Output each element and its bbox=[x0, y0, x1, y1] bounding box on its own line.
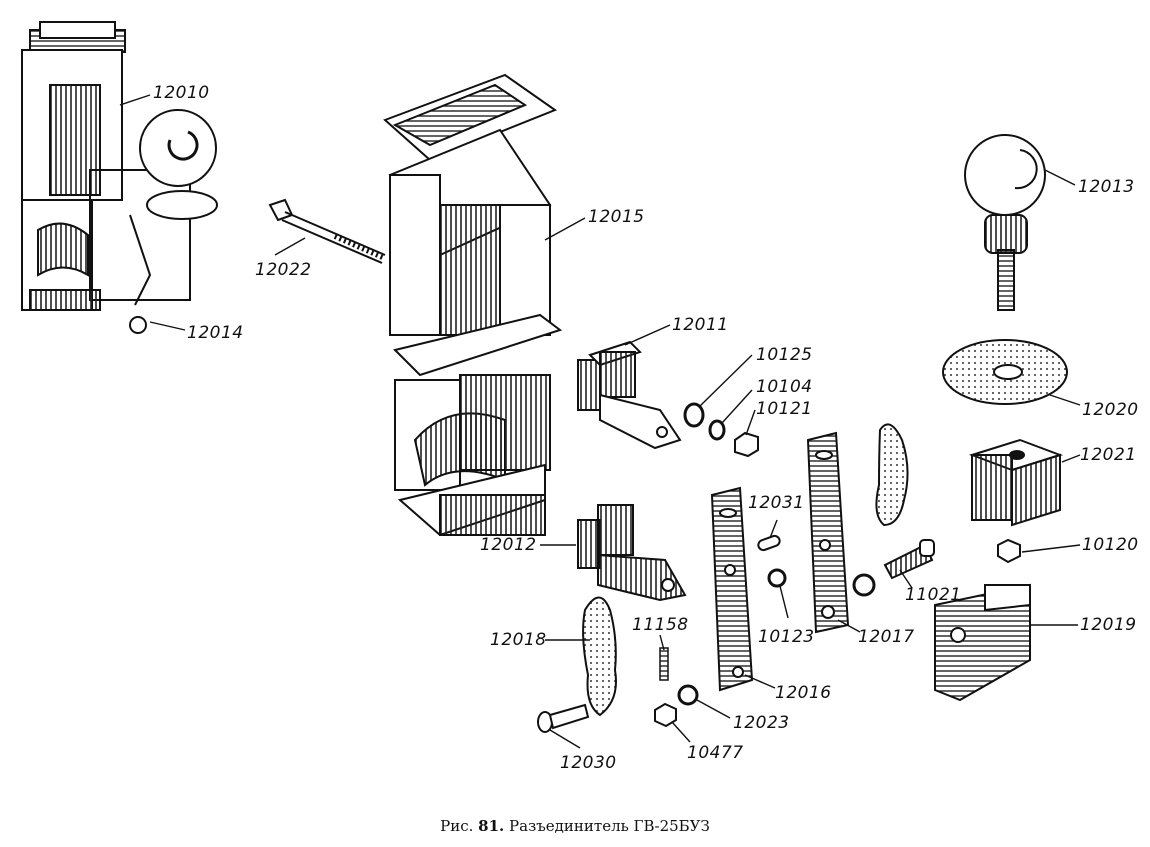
bracket-12011 bbox=[577, 340, 682, 450]
label-12018: 12018 bbox=[490, 630, 547, 650]
label-12015: 12015 bbox=[588, 207, 645, 227]
caption-text: Разъединитель ГВ-25БУЗ bbox=[509, 817, 710, 835]
bolt-12022 bbox=[268, 198, 387, 264]
label-12019: 12019 bbox=[1080, 615, 1137, 635]
strip-12017 bbox=[806, 431, 850, 634]
label-12017: 12017 bbox=[858, 627, 915, 647]
screw-12030 bbox=[537, 703, 590, 733]
knob-12013 bbox=[964, 134, 1046, 311]
bracket-12019 bbox=[934, 583, 1031, 702]
nut-10121 bbox=[734, 431, 759, 458]
nut-near-12017 bbox=[852, 573, 876, 597]
figure-caption: Рис. 81. Разъединитель ГВ-25БУЗ bbox=[0, 817, 1150, 835]
washer-10123 bbox=[767, 568, 787, 588]
label-12010: 12010 bbox=[153, 83, 210, 103]
part-labels: 12010 12014 12022 12015 12013 12011 1012… bbox=[153, 83, 1139, 773]
label-12023: 12023 bbox=[733, 713, 790, 733]
label-12016: 12016 bbox=[775, 683, 832, 703]
label-11021: 11021 bbox=[905, 585, 962, 605]
nut-10477 bbox=[654, 702, 677, 728]
label-10104: 10104 bbox=[756, 377, 813, 397]
label-12014: 12014 bbox=[187, 323, 244, 343]
bolt-11021 bbox=[883, 539, 935, 580]
leader-lines bbox=[119, 94, 1081, 749]
label-10477: 10477 bbox=[687, 743, 744, 763]
label-10123: 10123 bbox=[758, 627, 815, 647]
label-12011: 12011 bbox=[672, 315, 729, 335]
label-10120: 10120 bbox=[1082, 535, 1139, 555]
label-10125: 10125 bbox=[756, 345, 813, 365]
strip-12016 bbox=[710, 486, 754, 692]
washer-12020 bbox=[942, 339, 1068, 405]
washer-10125 bbox=[683, 402, 705, 428]
main-body-12015 bbox=[383, 73, 563, 537]
assembled-disconnector bbox=[21, 21, 218, 334]
block-12021 bbox=[968, 438, 1064, 527]
pin-12031 bbox=[757, 534, 781, 552]
label-11158: 11158 bbox=[632, 615, 689, 635]
label-12022: 12022 bbox=[255, 260, 312, 280]
label-12012: 12012 bbox=[480, 535, 537, 555]
caption-number: 81. bbox=[478, 817, 505, 835]
label-12030: 12030 bbox=[560, 753, 617, 773]
lever-12018 bbox=[582, 596, 617, 717]
label-12021: 12021 bbox=[1080, 445, 1137, 465]
caption-prefix: Рис. bbox=[440, 817, 474, 835]
bracket-12012 bbox=[577, 504, 687, 602]
label-12031: 12031 bbox=[748, 493, 805, 513]
label-12013: 12013 bbox=[1078, 177, 1135, 197]
label-12020: 12020 bbox=[1082, 400, 1139, 420]
lever-upper bbox=[875, 423, 909, 527]
pin-11158 bbox=[659, 647, 669, 681]
washer-10104 bbox=[708, 419, 726, 441]
nut-12023 bbox=[677, 684, 699, 706]
nut-10120 bbox=[997, 538, 1021, 564]
label-10121: 10121 bbox=[756, 399, 813, 419]
